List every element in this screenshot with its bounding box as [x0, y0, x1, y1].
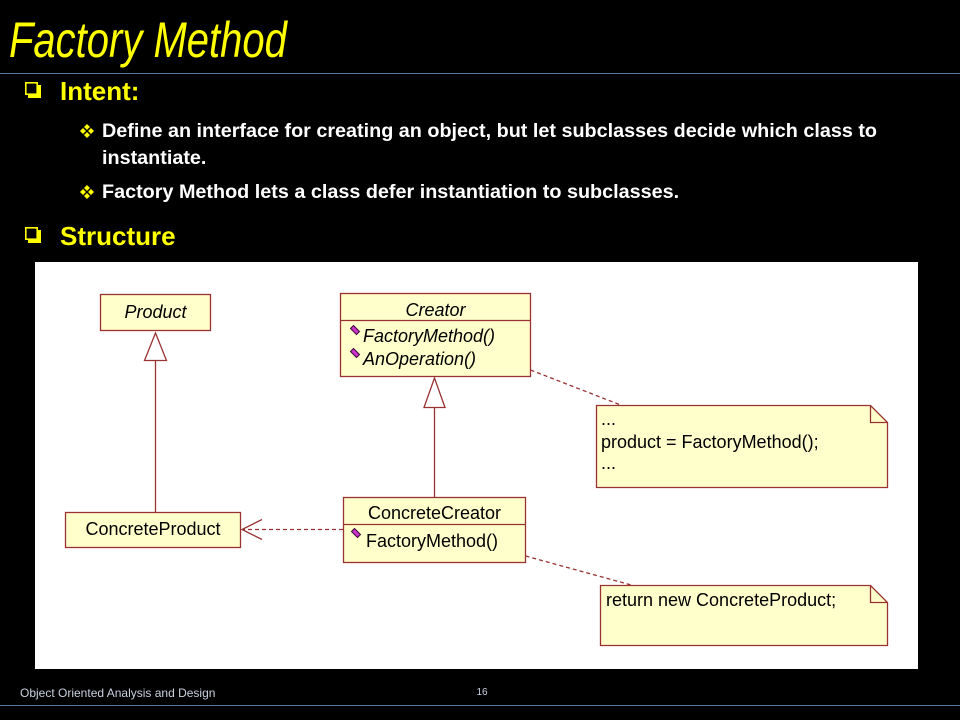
title-rule [0, 73, 960, 74]
concrete-product-class-name: ConcreteProduct [85, 519, 220, 539]
creator-note: ... product = FactoryMethod(); ... [530, 369, 889, 489]
note-line-3: ... [601, 453, 616, 473]
note-line-2: product = FactoryMethod(); [601, 432, 819, 452]
note-box [599, 584, 889, 647]
operation-icon [349, 347, 361, 359]
concrete-creator-class: ConcreteCreator FactoryMethod() [342, 496, 527, 564]
creator-generalization [423, 376, 446, 498]
creator-operation-1: FactoryMethod() [363, 326, 495, 346]
slide-title: Factory Method [9, 12, 287, 68]
concrete-creator-class-name: ConcreteCreator [368, 503, 501, 523]
creator-class-name: Creator [405, 300, 466, 320]
section-heading-intent: Intent: [60, 76, 140, 106]
footer-course: Object Oriented Analysis and Design [20, 686, 216, 700]
note-anchor-line [525, 555, 634, 587]
intent-point-2: Factory Method lets a class defer instan… [102, 181, 680, 203]
operation-icon [349, 324, 361, 336]
generalization-arrowhead [143, 331, 168, 362]
square-bullet-icon [24, 81, 41, 98]
section-heading-structure: Structure [60, 221, 176, 251]
note-fold [869, 405, 888, 424]
dependency-arrowhead [240, 518, 263, 541]
note-line-1: ... [601, 409, 616, 429]
note-anchor-line [530, 369, 623, 407]
intent-point-1: Define an interface for creating an obje… [102, 120, 877, 169]
square-bullet-icon [24, 226, 41, 243]
concrete-creator-operation-1: FactoryMethod() [366, 531, 498, 551]
note-box [595, 404, 889, 489]
product-class-box [99, 293, 212, 332]
generalization-arrowhead [423, 376, 446, 409]
diamond-bullet-icon [80, 185, 94, 199]
creator-operation-2: AnOperation() [362, 349, 476, 369]
product-class: Product [99, 293, 212, 332]
footer-rule [0, 705, 960, 706]
diamond-bullet-icon [80, 124, 94, 138]
page-number: 16 [476, 687, 488, 698]
note-line-1: return new ConcreteProduct; [606, 590, 836, 610]
uml-class-diagram: Product ConcreteProduct Creator FactoryM… [64, 292, 889, 647]
structure-diagram: Product ConcreteProduct Creator FactoryM… [35, 262, 918, 669]
concrete-product-class: ConcreteProduct [64, 511, 242, 549]
product-class-name: Product [124, 302, 187, 322]
note-fold [869, 585, 888, 604]
product-generalization [143, 331, 168, 513]
operation-icon [350, 527, 362, 539]
creator-class: Creator FactoryMethod() AnOperation() [339, 292, 532, 378]
concrete-creator-note: return new ConcreteProduct; [525, 555, 889, 647]
creates-dependency [240, 518, 343, 541]
creator-class-box [339, 292, 532, 378]
concrete-product-class-box [64, 511, 242, 549]
concrete-creator-class-box [342, 496, 527, 564]
